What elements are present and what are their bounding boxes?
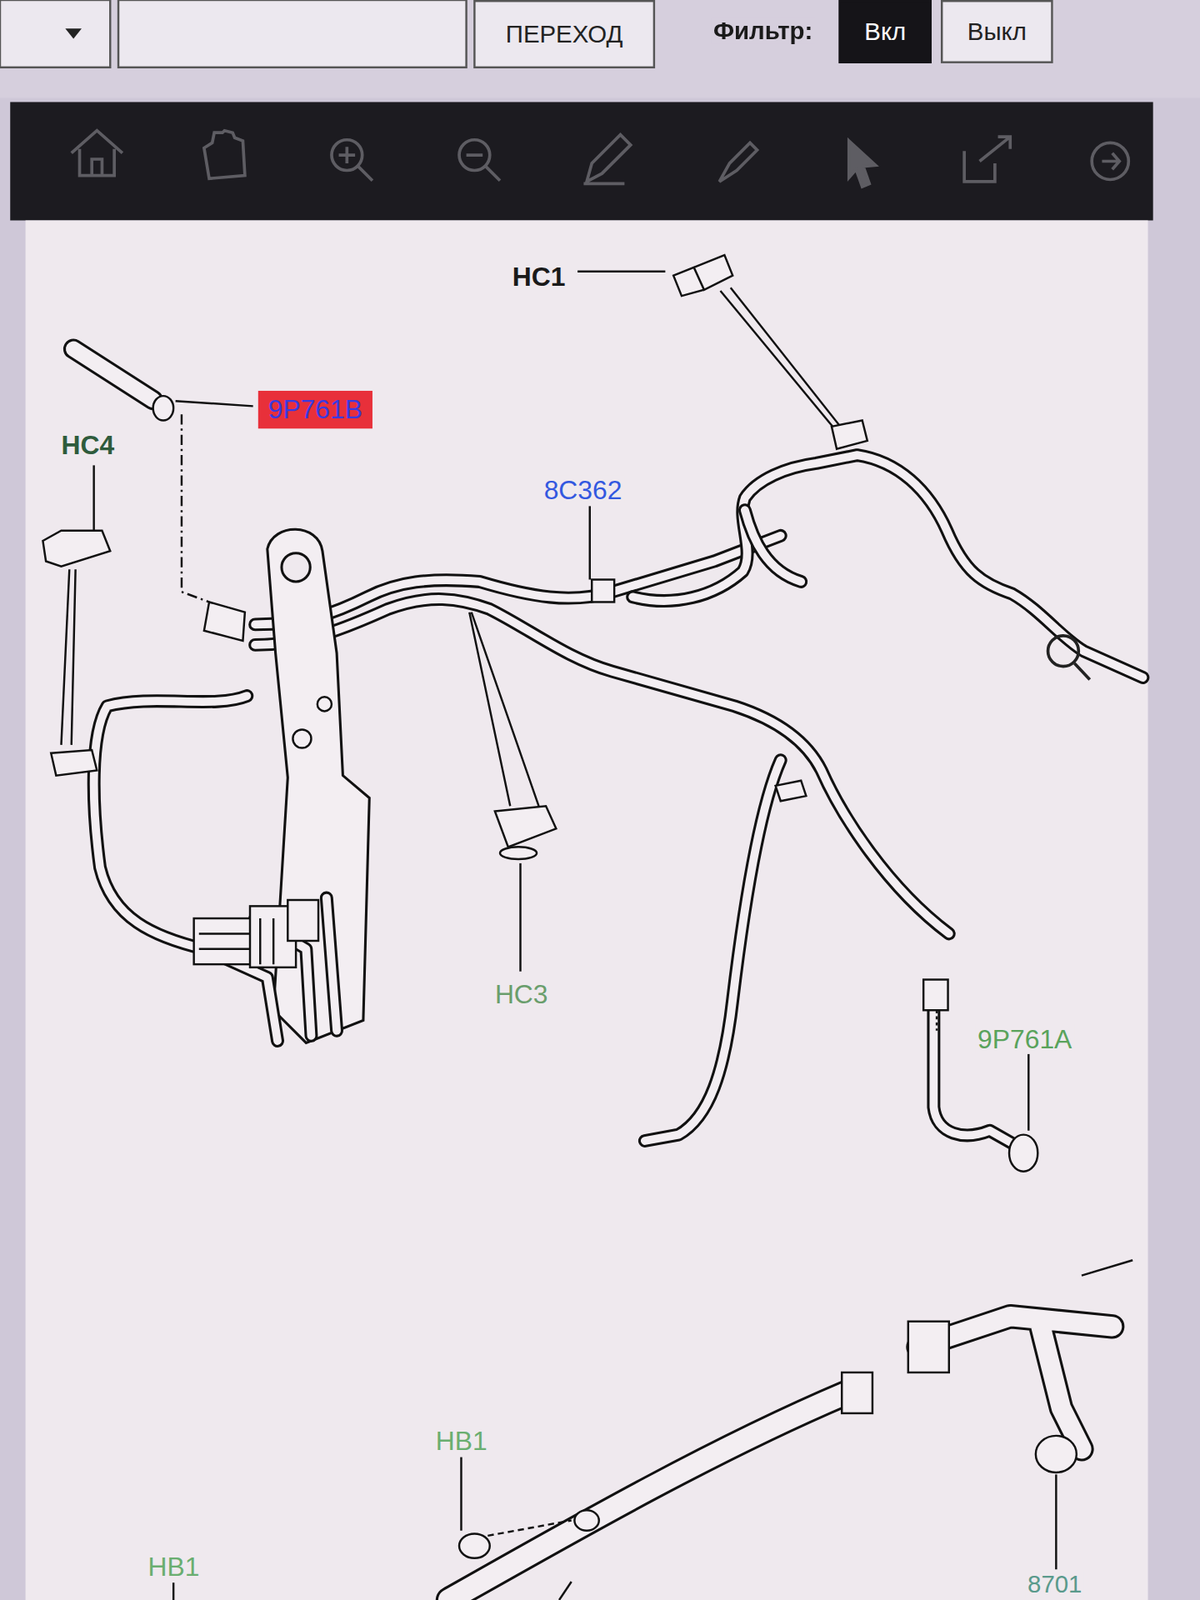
highlighted-callout: 9P761B (258, 390, 373, 429)
leader-line (935, 1010, 938, 1030)
pipe-outline (645, 760, 781, 1141)
filter-off-button: Выкл (940, 0, 1054, 64)
clip (831, 420, 868, 449)
callout-number: 8701 (1025, 1571, 1085, 1599)
pipe-outline (255, 535, 781, 625)
toolbar-icon (466, 155, 500, 181)
pump-assembly (287, 900, 319, 941)
callout-number: 8C362 (541, 475, 625, 505)
ui-background (0, 0, 110, 68)
ui-background (65, 28, 82, 39)
callout-number: 9P761A (975, 1024, 1075, 1053)
clip (775, 780, 807, 801)
toolbar-icon (583, 135, 630, 185)
leader-line (60, 569, 75, 745)
hose-fitting (459, 1533, 490, 1558)
toolbar-icon (1091, 142, 1129, 180)
hose-fitting (923, 980, 948, 1011)
bracket (317, 696, 332, 711)
leader-line (559, 1581, 572, 1600)
pipe-outline (745, 510, 801, 582)
pump-assembly (194, 898, 337, 1041)
pipe-outline (449, 1392, 848, 1600)
pipe-outline (73, 349, 1143, 1600)
filter-label: Фильтр: (710, 17, 815, 45)
pump-assembly (199, 918, 274, 965)
hose-fitting (1035, 1435, 1077, 1473)
leader-line (1027, 1054, 1030, 1131)
clip (42, 255, 867, 860)
pipe-outline (94, 695, 248, 950)
button-text: ПЕРЕХОД (505, 20, 624, 49)
callout-number: HB1 (433, 1426, 490, 1455)
bracket (281, 553, 310, 582)
bracket (292, 730, 311, 749)
callout-number: HC4 (59, 430, 117, 460)
hose-fitting (1009, 1135, 1038, 1172)
callout-number: HC3 (492, 980, 550, 1009)
pipe-outline (73, 349, 154, 400)
hose-fitting (841, 1372, 873, 1414)
toolbar-icon (71, 130, 1130, 187)
leader-line (589, 505, 591, 580)
callout-number: HC1 (510, 262, 568, 291)
hose-fitting (153, 395, 1077, 1559)
callout-number: HB1 (145, 1551, 202, 1580)
button-text: Выкл (967, 17, 1027, 46)
ui-background (10, 101, 1153, 220)
hose-fitting (591, 580, 615, 603)
toolbar-icon (719, 142, 757, 182)
hose-fitting (153, 395, 174, 420)
pipe-outline (73, 349, 154, 400)
leader-line (519, 863, 521, 972)
clip (50, 750, 97, 776)
leader-line (181, 414, 210, 602)
toolbar-icon (204, 130, 245, 180)
leader-line (469, 612, 539, 807)
ui-background (118, 0, 467, 68)
nav-button: ПЕРЕХОД (473, 0, 655, 69)
magnifier-icon (1074, 663, 1090, 680)
toolbar-icon (964, 136, 1010, 182)
filter-on-button: Вкл (839, 0, 932, 64)
button-text: 9P761B (268, 394, 363, 426)
pipe-outline (645, 760, 781, 1141)
pipe-outline (449, 1392, 848, 1600)
clip (500, 846, 537, 860)
leader-line (720, 287, 839, 427)
leader-line (1055, 1474, 1057, 1570)
clip (673, 255, 733, 296)
toolbar-icon (339, 146, 373, 180)
clip (42, 530, 110, 567)
pipe-outline (632, 455, 1143, 678)
leader-line (172, 1582, 175, 1600)
ui-background (0, 0, 1200, 99)
hose-fitting (204, 601, 245, 641)
clip (495, 805, 556, 847)
pipe-outline (632, 455, 1143, 678)
leader-line (175, 400, 254, 406)
pump-assembly (194, 918, 255, 965)
magnifier-icon (1048, 635, 1080, 667)
toolbar-icon (71, 130, 123, 176)
leader-line (577, 270, 665, 272)
toolbar-icon (1101, 153, 1120, 170)
ui-background (25, 220, 1149, 1600)
leader-line (60, 271, 1133, 1600)
leader-line (1081, 1260, 1133, 1275)
hose-fitting (908, 1321, 950, 1373)
pipe-outline (94, 695, 248, 950)
leader-line (487, 1520, 571, 1535)
magnifier-icon (1048, 635, 1090, 680)
leader-line (92, 465, 95, 530)
pipe-outline (745, 510, 801, 582)
pipe-outline (255, 535, 781, 625)
button-text: Вкл (864, 17, 906, 46)
leader-line (460, 1457, 462, 1531)
hose-fitting (574, 1510, 599, 1530)
toolbar-icon (849, 140, 876, 187)
